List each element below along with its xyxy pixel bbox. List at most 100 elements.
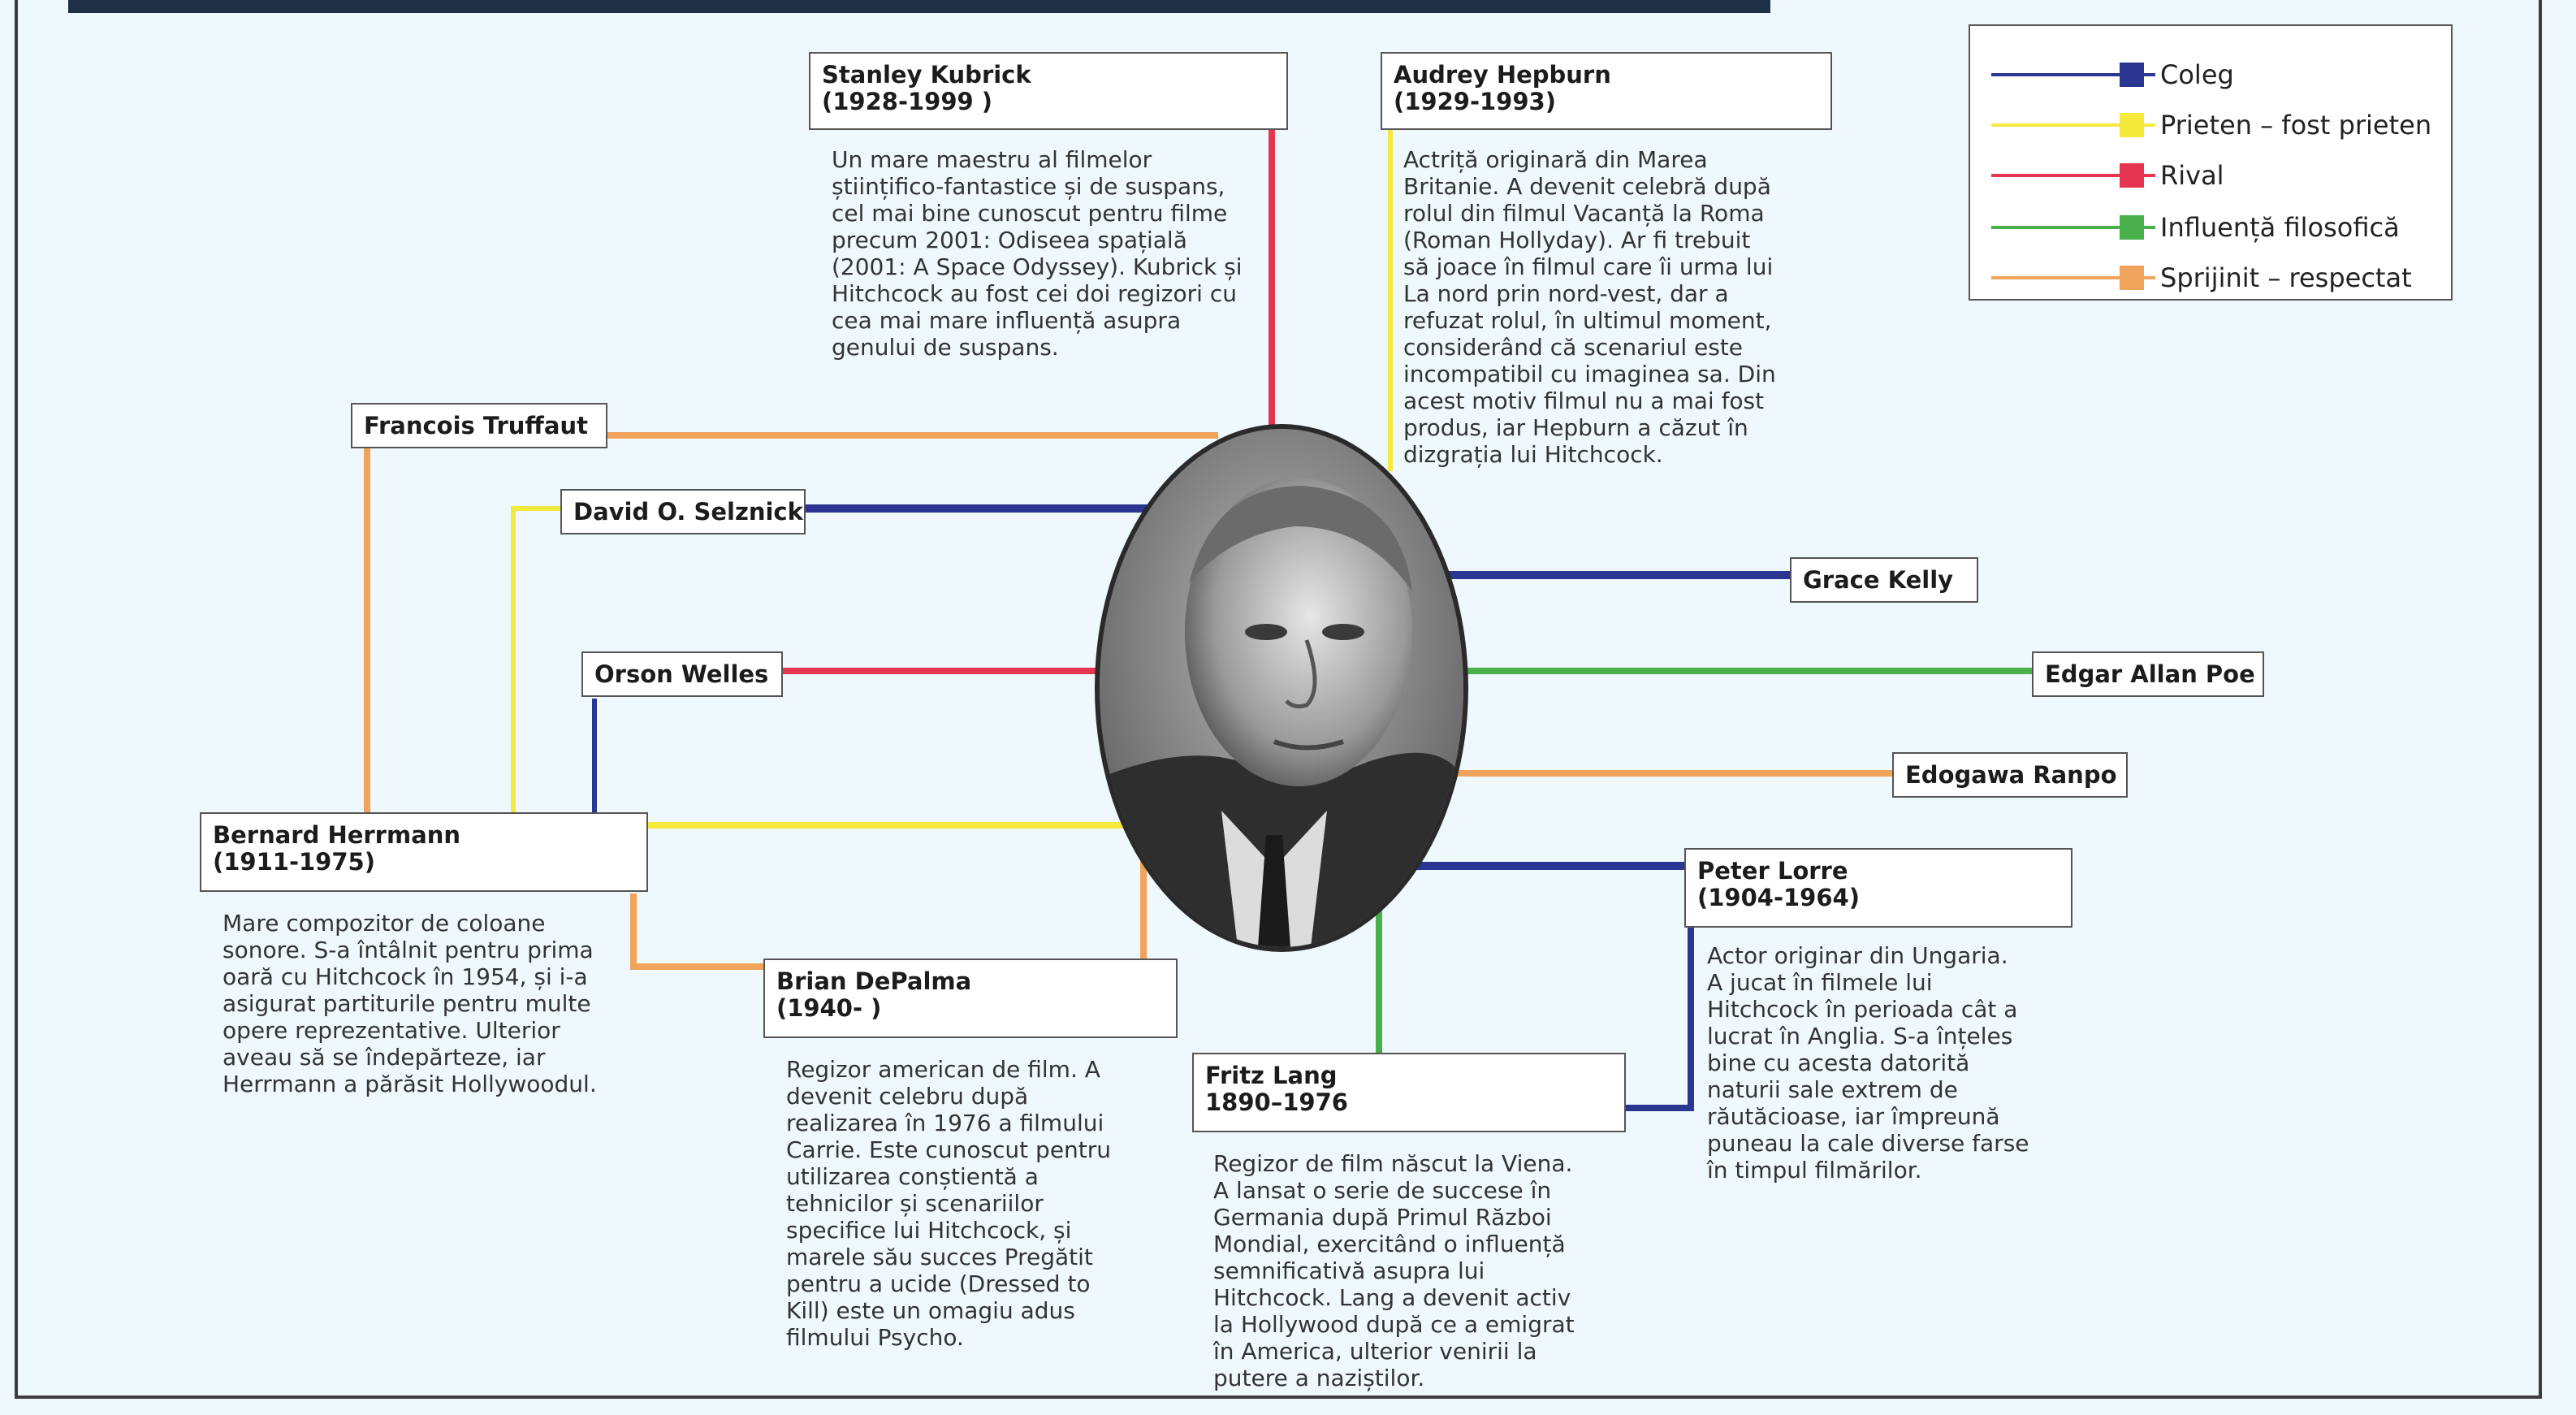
desc-hepburn: Actriță originară din Marea Britanie. A … <box>1403 146 1776 468</box>
desc-line: realizarea în 1976 a filmului <box>786 1110 1104 1136</box>
box-kelly: Grace Kelly <box>1790 557 1978 603</box>
name-herrmann: Bernard Herrmann <box>213 821 461 849</box>
desc-kubrick: Un mare maestru al filmelor științifico-… <box>832 146 1243 361</box>
dates-hepburn: (1929-1993) <box>1394 88 1556 115</box>
desc-line: Un mare maestru al filmelor <box>832 146 1152 173</box>
desc-line: produs, iar Hepburn a căzut în <box>1403 414 1748 441</box>
desc-line: Herrmann a părăsit Hollywoodul. <box>223 1071 597 1097</box>
dates-lang: 1890–1976 <box>1205 1088 1348 1116</box>
line-lang-lorre <box>1624 926 1694 1111</box>
desc-line: răutăcioase, iar împreună <box>1707 1103 2000 1130</box>
portrait-image <box>1100 429 1463 947</box>
box-herrmann: Bernard Herrmann (1911-1975) <box>200 812 648 892</box>
name-welles: Orson Welles <box>594 660 769 688</box>
box-truffaut: Francois Truffaut <box>351 403 607 448</box>
diagram-frame <box>15 0 2542 1399</box>
desc-line: semnificativă asupra lui <box>1213 1257 1485 1284</box>
box-poe: Edgar Allan Poe <box>2032 651 2264 697</box>
box-lang: Fritz Lang 1890–1976 <box>1192 1053 1626 1132</box>
legend-item-prieten: Prieten – fost prieten <box>1970 109 2451 141</box>
legend-label: Sprijinit – respectat <box>2160 262 2412 293</box>
legend-label: Rival <box>2160 160 2224 191</box>
desc-line: Regizor american de film. A <box>786 1056 1100 1083</box>
desc-line: utilizarea conștientă a <box>786 1163 1039 1190</box>
desc-line: Mondial, exercitând o influență <box>1213 1231 1566 1257</box>
desc-line: lucrat în Anglia. S-a înțeles <box>1707 1023 2013 1049</box>
dates-depalma: (1940- ) <box>776 994 882 1022</box>
dates-kubrick: (1928-1999 ) <box>822 88 993 115</box>
legend-label: Influență filosofică <box>2160 212 2400 243</box>
desc-line: genului de suspans. <box>832 334 1059 361</box>
desc-line: în timpul filmărilor. <box>1707 1157 1922 1183</box>
desc-line: rolul din filmul Vacanță la Roma <box>1403 200 1765 227</box>
desc-line: Actriță originară din Marea <box>1403 146 1708 173</box>
center-portrait <box>1095 424 1468 952</box>
dates-lorre: (1904-1964) <box>1697 884 1860 911</box>
desc-line: dizgrația lui Hitchcock. <box>1403 441 1663 468</box>
desc-line: Germania după Primul Război <box>1213 1204 1552 1231</box>
name-kelly: Grace Kelly <box>1803 565 1954 594</box>
desc-line: incompatibil cu imaginea sa. Din <box>1403 361 1776 387</box>
name-lorre: Peter Lorre <box>1697 857 1848 885</box>
desc-line: bine cu acesta datorită <box>1707 1049 1970 1076</box>
desc-line: Britanie. A devenit celebră după <box>1403 173 1771 200</box>
legend-swatch <box>2120 63 2144 87</box>
desc-line: A jucat în filmele lui <box>1707 969 1933 996</box>
box-welles: Orson Welles <box>581 651 783 697</box>
desc-line: Mare compozitor de coloane <box>223 910 546 937</box>
desc-line: considerând că scenariul este <box>1403 334 1744 361</box>
name-depalma: Brian DePalma <box>776 967 972 995</box>
legend-line <box>1991 123 2155 127</box>
desc-line: naturii sale extrem de <box>1707 1076 1958 1103</box>
desc-line: să joace în filmul care îi urma lui <box>1403 253 1774 280</box>
legend-line <box>1991 73 2155 76</box>
name-lang: Fritz Lang <box>1205 1062 1338 1089</box>
desc-line: asigurat partiturile pentru multe <box>223 990 591 1017</box>
legend-item-rival: Rival <box>1970 159 2451 192</box>
desc-line: Hitchcock au fost cei doi regizori cu <box>832 280 1237 307</box>
legend-line <box>1991 174 2155 177</box>
name-selznick: David O. Selznick <box>573 497 803 526</box>
legend: Coleg Prieten – fost prieten Rival Influ… <box>1969 24 2453 301</box>
desc-line: (Roman Hollyday). Ar fi trebuit <box>1403 227 1751 253</box>
desc-line: la Hollywood după ce a emigrat <box>1213 1311 1575 1338</box>
name-ranpo: Edogawa Ranpo <box>1905 760 2117 789</box>
legend-item-influenta: Influență filosofică <box>1970 211 2451 244</box>
legend-line <box>1991 226 2155 229</box>
desc-line: sonore. S-a întâlnit pentru prima <box>223 937 594 963</box>
desc-line: cel mai bine cunoscut pentru filme <box>832 200 1228 227</box>
line-herrmann-depalma <box>630 894 763 970</box>
desc-line: științifico-fantastice și de suspans, <box>832 173 1225 200</box>
desc-line: specifice lui Hitchcock, și <box>786 1217 1072 1244</box>
desc-line: Hitchcock. Lang a devenit activ <box>1213 1284 1571 1311</box>
legend-label: Coleg <box>2160 59 2234 90</box>
desc-line: acest motiv filmul nu a mai fost <box>1403 387 1765 414</box>
desc-line: A lansat o serie de succese în <box>1213 1177 1552 1204</box>
desc-lorre: Actor originar din Ungaria. A jucat în f… <box>1707 942 2029 1183</box>
box-depalma: Brian DePalma (1940- ) <box>763 958 1178 1038</box>
line-selznick-herrmann <box>511 506 560 812</box>
desc-line: cea mai mare influență asupra <box>832 307 1182 334</box>
top-banner-bar <box>68 0 1770 13</box>
desc-line: Actor originar din Ungaria. <box>1707 942 2008 969</box>
box-kubrick: Stanley Kubrick (1928-1999 ) <box>809 52 1288 130</box>
legend-label: Prieten – fost prieten <box>2160 110 2432 141</box>
desc-lang: Regizor de film născut la Viena. A lansa… <box>1213 1150 1575 1391</box>
legend-swatch <box>2120 266 2144 290</box>
legend-item-sprijinit: Sprijinit – respectat <box>1970 262 2451 294</box>
desc-herrmann: Mare compozitor de coloane sonore. S-a î… <box>223 910 597 1097</box>
legend-item-coleg: Coleg <box>1970 58 2451 91</box>
legend-line <box>1991 276 2155 279</box>
desc-line: precum 2001: Odiseea spațială <box>832 227 1187 253</box>
desc-line: devenit celebru după <box>786 1083 1029 1110</box>
box-hepburn: Audrey Hepburn (1929-1993) <box>1381 52 1832 130</box>
desc-line: filmului Psycho. <box>786 1324 964 1351</box>
desc-line: aveau să se îndepărteze, iar <box>223 1044 546 1071</box>
desc-line: oară cu Hitchcock în 1954, și i-a <box>223 963 588 990</box>
legend-swatch <box>2120 163 2144 188</box>
legend-swatch <box>2120 113 2144 137</box>
desc-line: putere a naziștilor. <box>1213 1365 1425 1391</box>
desc-line: Hitchcock în perioada cât a <box>1707 996 2018 1023</box>
desc-line: tehnicilor și scenariilor <box>786 1190 1044 1217</box>
